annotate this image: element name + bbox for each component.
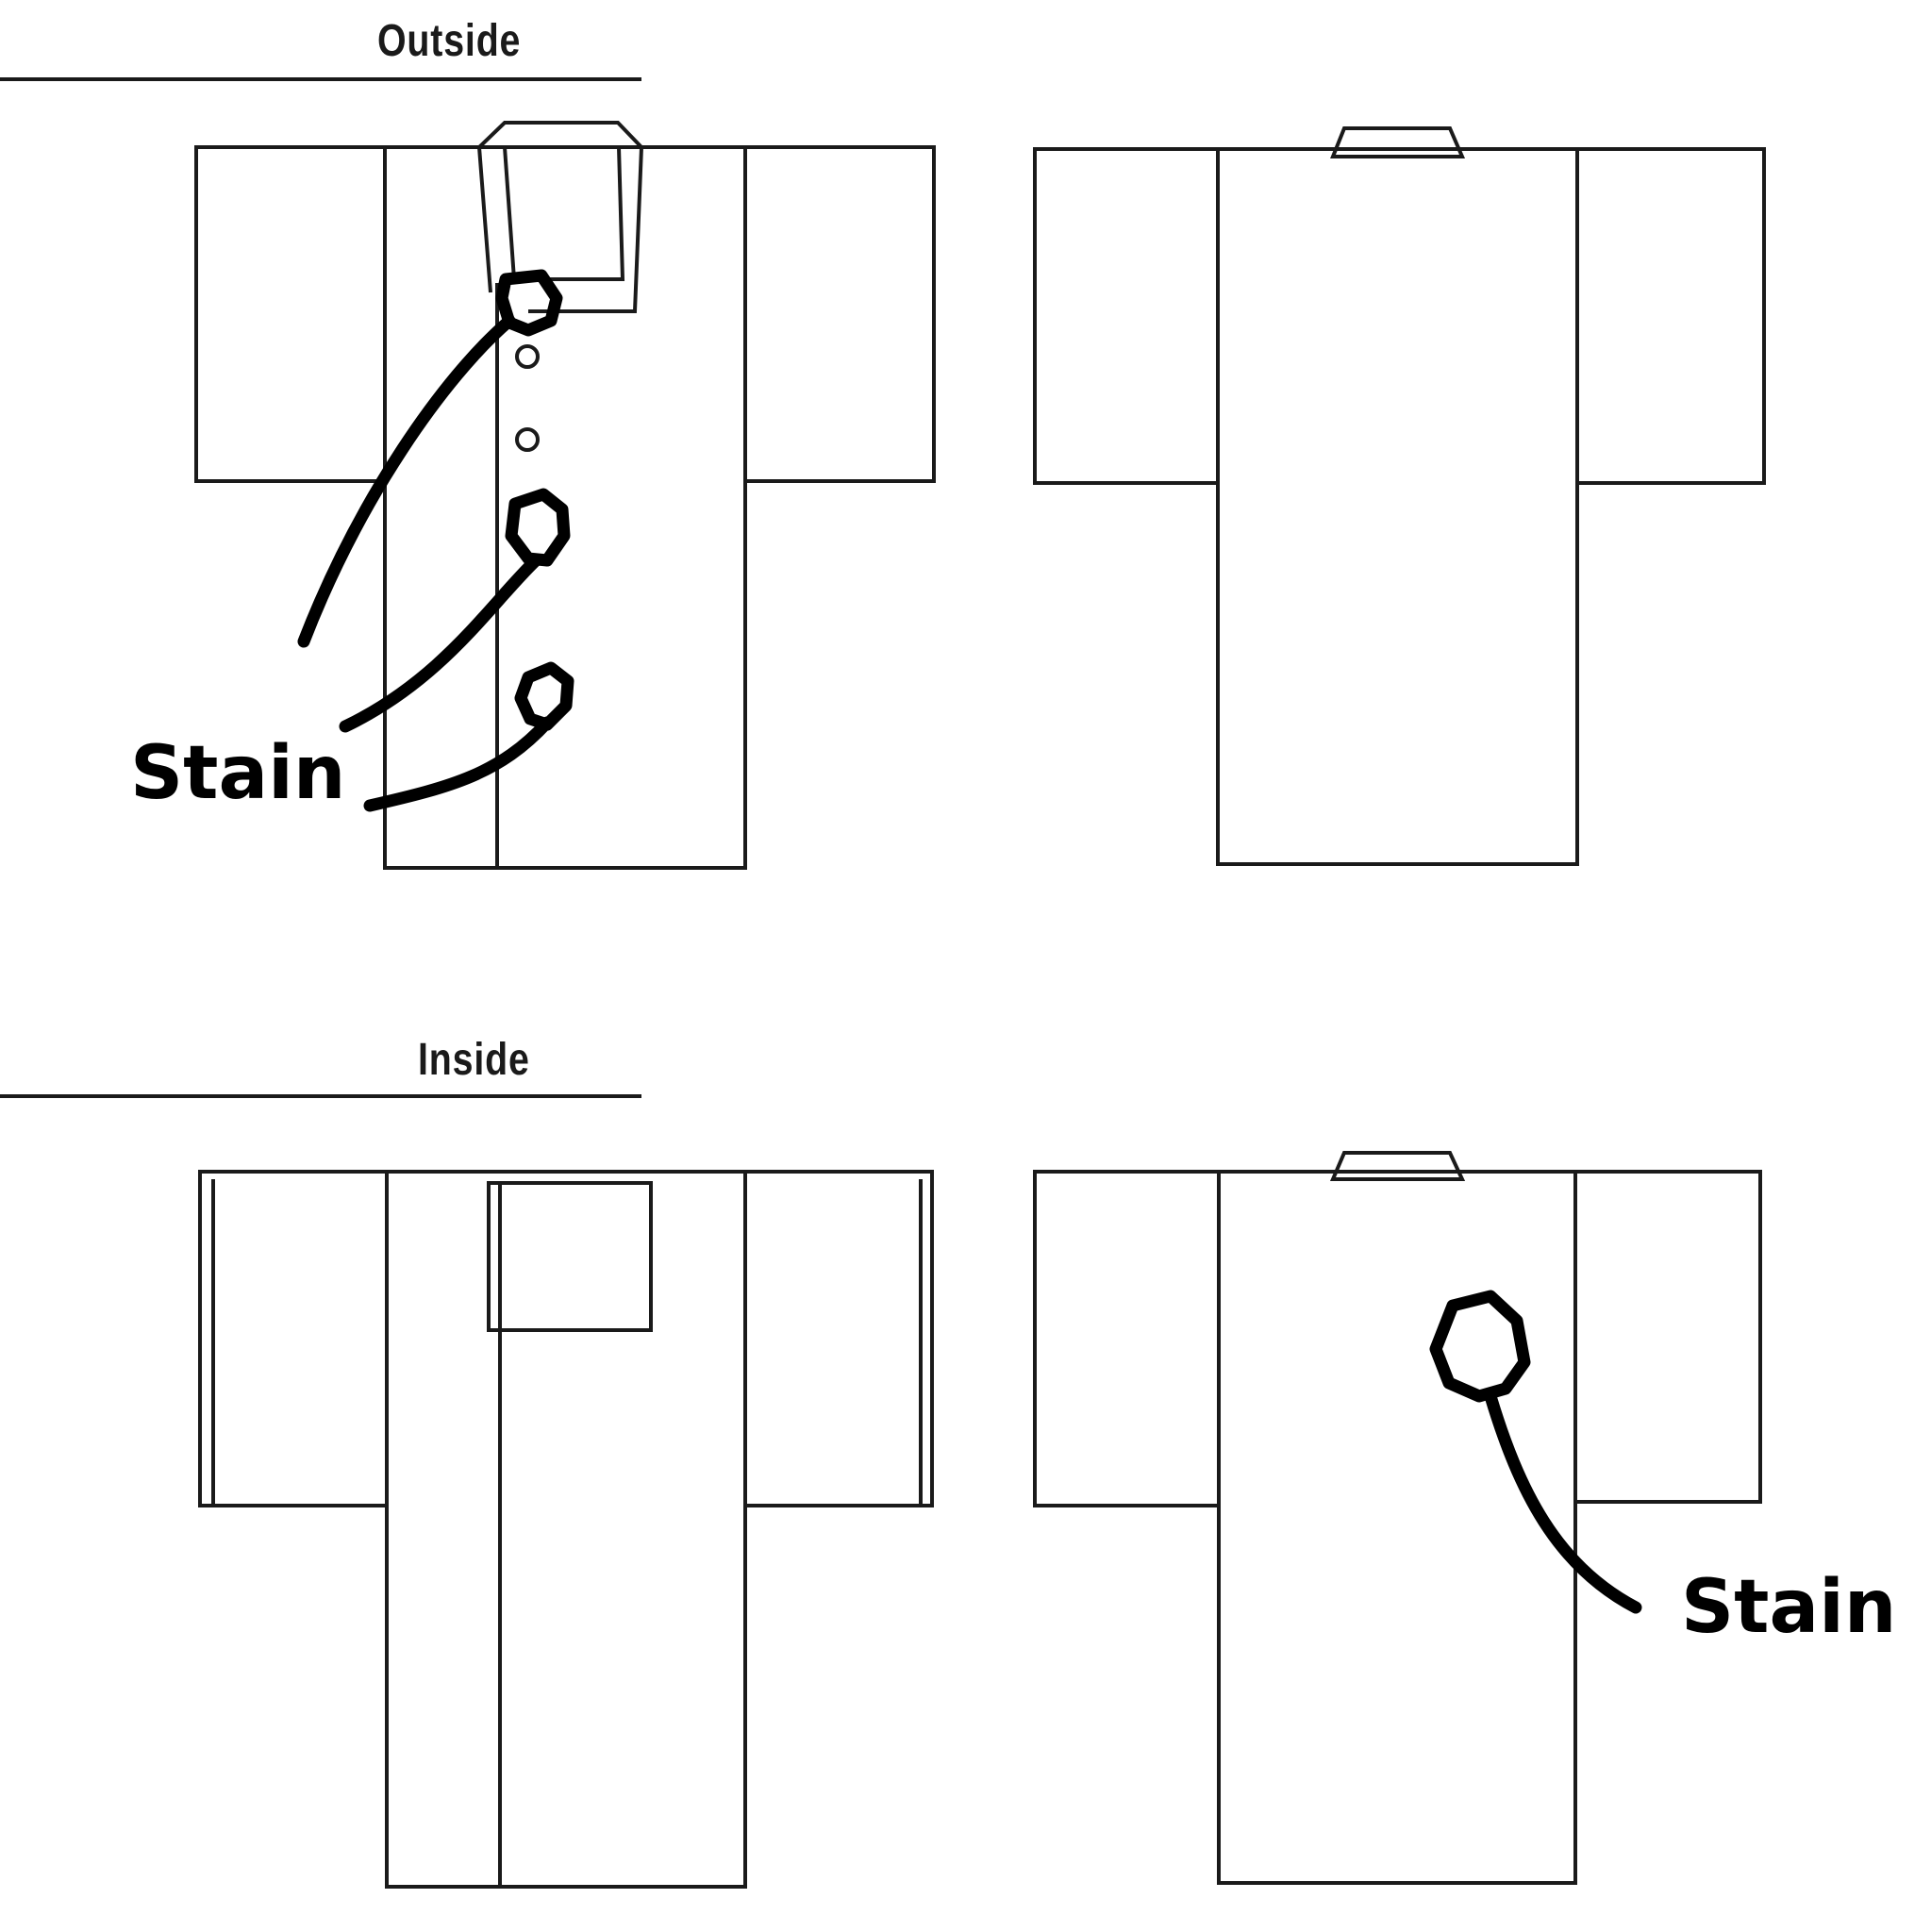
right-sleeve bbox=[743, 1170, 934, 1507]
left-sleeve bbox=[1033, 1170, 1221, 1507]
right-sleeve bbox=[1573, 1170, 1762, 1504]
section-title-outside: Outside bbox=[377, 16, 522, 66]
stain-leader-line bbox=[339, 554, 542, 733]
garment-inside-back bbox=[1033, 1151, 1762, 1885]
left-sleeve bbox=[194, 145, 387, 483]
stain-leader-line bbox=[1484, 1390, 1642, 1614]
neck-tab bbox=[1330, 126, 1466, 158]
stain-circle bbox=[495, 269, 563, 337]
left-sleeve bbox=[198, 1170, 389, 1507]
inside-pocket bbox=[487, 1181, 653, 1332]
body-panel bbox=[1216, 147, 1579, 866]
button-1 bbox=[515, 344, 540, 369]
body-panel bbox=[383, 145, 747, 870]
stain-marker-outside-3 bbox=[363, 661, 574, 812]
stain-marker-outside-2 bbox=[339, 488, 571, 733]
stain-label-outside: Stain bbox=[130, 731, 345, 816]
garment-inside-front bbox=[198, 1170, 934, 1889]
body-panel bbox=[1217, 1170, 1577, 1885]
right-sleeve bbox=[743, 145, 936, 483]
stain-leader-line bbox=[297, 314, 516, 648]
stain-label-inside: Stain bbox=[1681, 1565, 1896, 1650]
stain-circle bbox=[505, 488, 571, 567]
garment-outside-back bbox=[1033, 126, 1766, 866]
right-sleeve bbox=[1575, 147, 1766, 485]
button-2 bbox=[515, 427, 540, 452]
body-panel bbox=[385, 1170, 747, 1889]
collar-inner bbox=[503, 146, 625, 281]
stain-circle bbox=[1429, 1290, 1531, 1403]
stain-leader-line bbox=[363, 716, 554, 812]
neck-tab bbox=[1329, 1151, 1466, 1181]
collar-outline bbox=[476, 121, 644, 313]
stain-marker-inside-back bbox=[1429, 1290, 1642, 1614]
section-title-inside: Inside bbox=[418, 1035, 530, 1085]
stain-marker-outside-1 bbox=[297, 269, 563, 648]
stain-circle bbox=[514, 661, 574, 731]
left-sleeve bbox=[1033, 147, 1220, 485]
